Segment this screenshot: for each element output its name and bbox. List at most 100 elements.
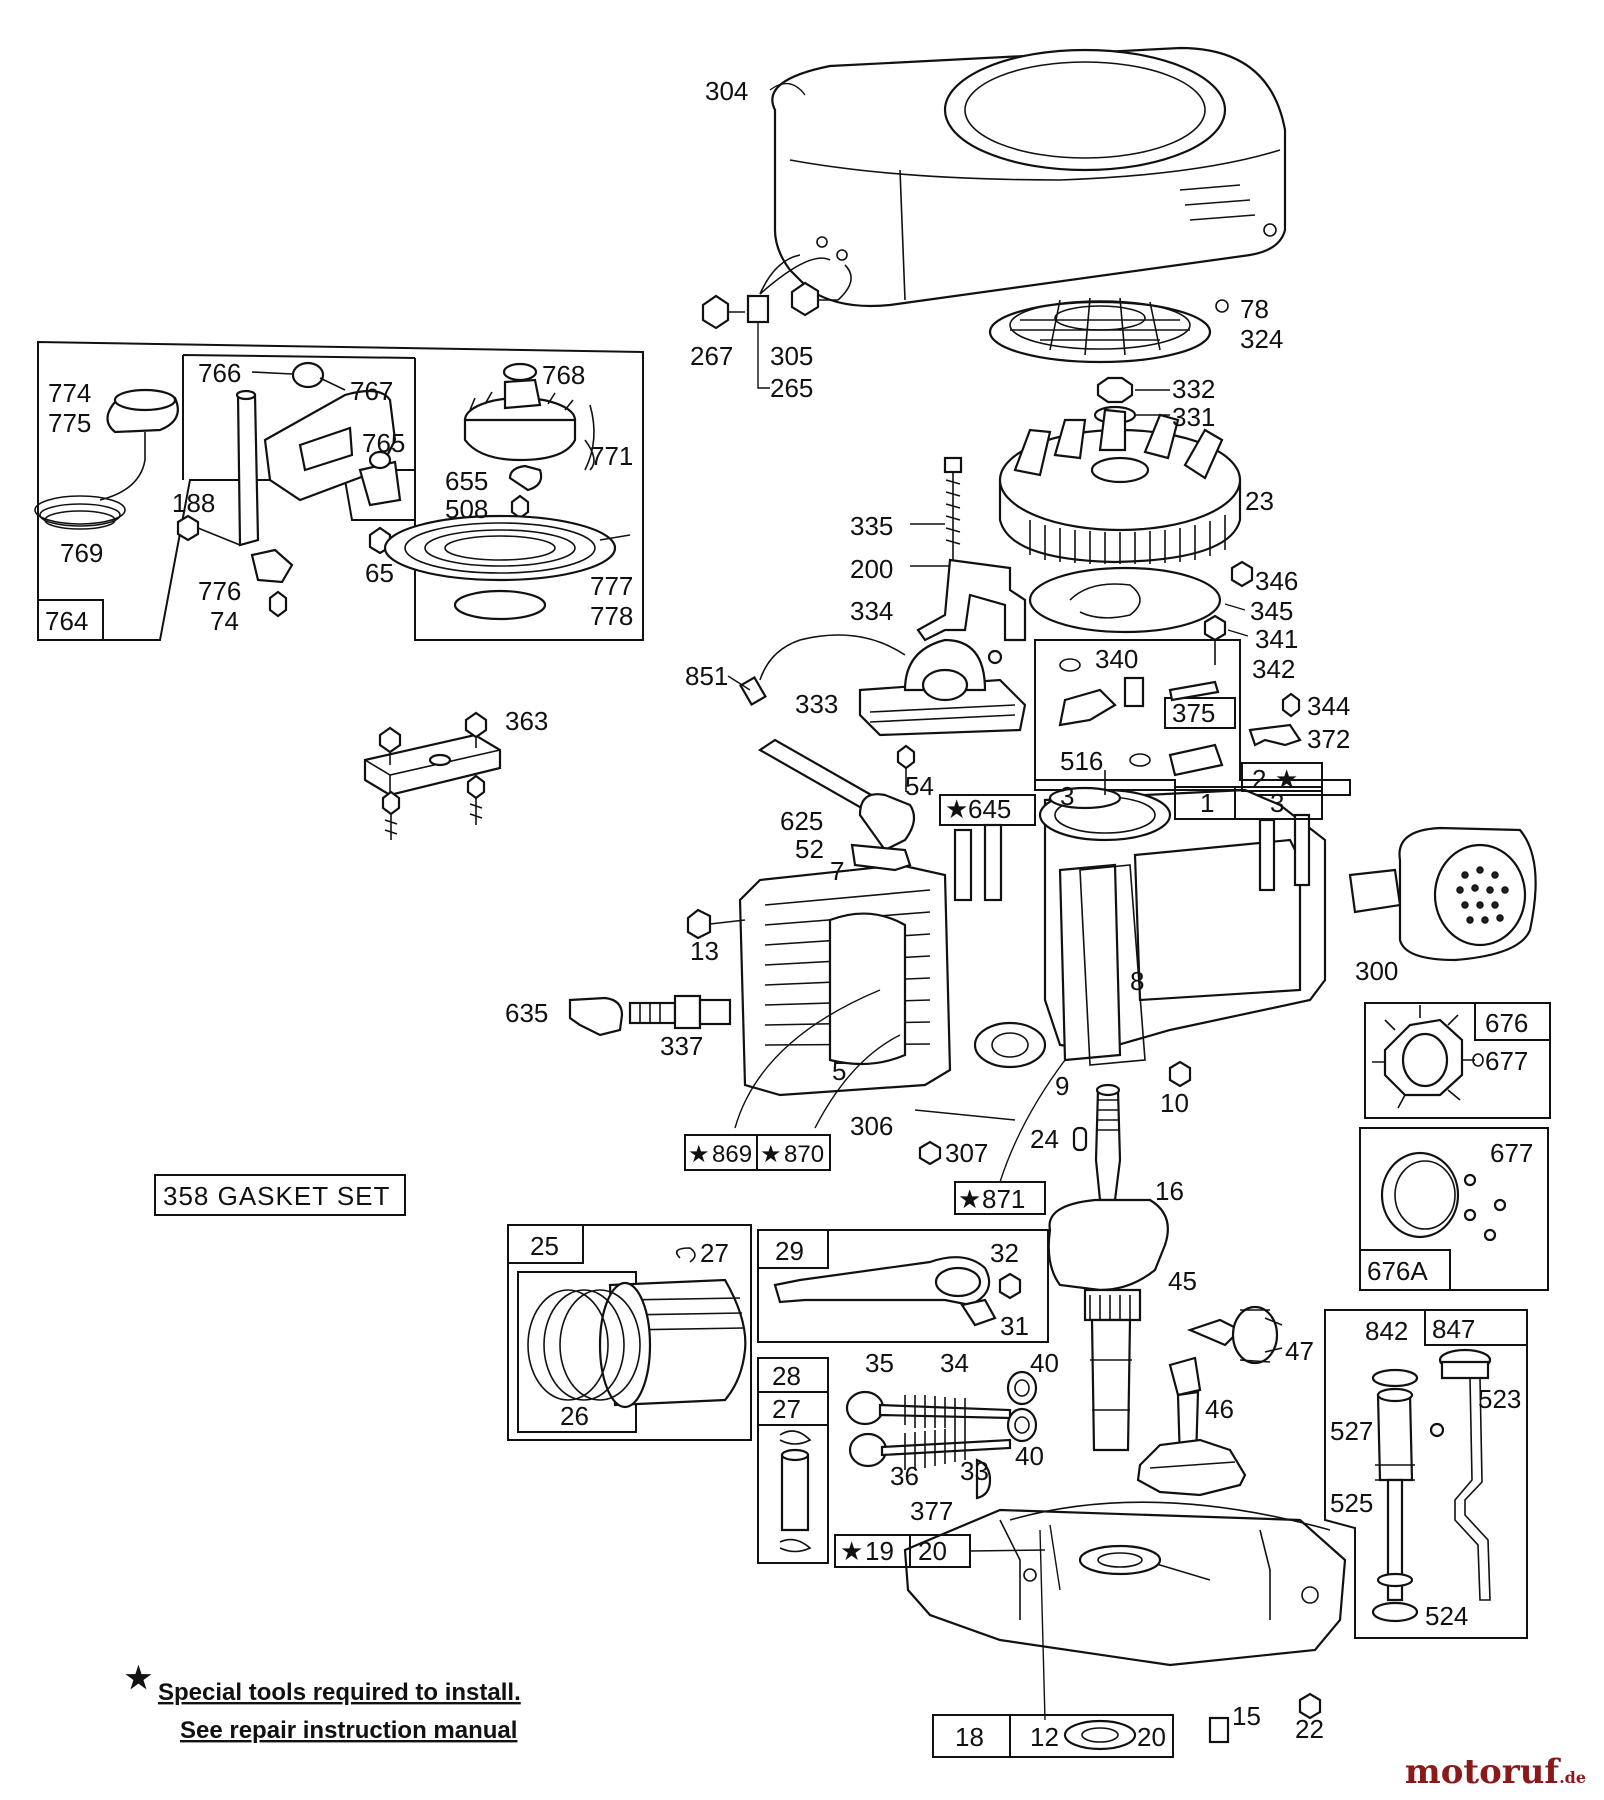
label-35: 35 <box>865 1348 894 1378</box>
label-340: 340 <box>1095 644 1138 674</box>
label-346: 346 <box>1255 566 1298 596</box>
plug-22 <box>1298 1692 1322 1720</box>
breather-box-676a <box>1359 1127 1549 1291</box>
label-300: 300 <box>1355 956 1398 986</box>
label-27-a: 27 <box>700 1238 729 1268</box>
label-54: 54 <box>905 771 934 801</box>
label-372: 372 <box>1307 724 1350 754</box>
label-47: 47 <box>1285 1336 1314 1366</box>
motoruf-watermark: motoruf.de <box>1405 1752 1586 1792</box>
box-871 <box>954 1181 1046 1215</box>
pin-box-28 <box>757 1357 829 1564</box>
governor-47 <box>1186 1305 1283 1365</box>
label-334: 334 <box>850 596 893 626</box>
label-870-star: ★ <box>760 1141 782 1168</box>
label-523: 523 <box>1478 1384 1521 1414</box>
label-676A: 676A <box>1367 1256 1428 1286</box>
breather-box-676 <box>1364 1002 1551 1119</box>
label-851: 851 <box>685 661 728 691</box>
label-265: 265 <box>770 373 813 403</box>
label-23: 23 <box>1245 486 1274 516</box>
label-842: 842 <box>1365 1316 1408 1346</box>
label-333: 333 <box>795 689 838 719</box>
label-32: 32 <box>990 1238 1019 1268</box>
label-20-b: 20 <box>1137 1722 1166 1752</box>
label-769: 769 <box>60 538 103 568</box>
conrod-box-29 <box>757 1229 1049 1343</box>
blower-housing-304 <box>771 46 1287 308</box>
starter-box-764 <box>34 340 644 641</box>
label-363: 363 <box>505 706 548 736</box>
label-527: 527 <box>1330 1416 1373 1446</box>
label-341: 341 <box>1255 624 1298 654</box>
key-377 <box>975 1458 992 1500</box>
bracket-363 <box>363 711 502 840</box>
leader-871 <box>999 1059 1066 1183</box>
label-375: 375 <box>1172 698 1215 728</box>
label-25: 25 <box>530 1231 559 1261</box>
label-8: 8 <box>1130 966 1144 996</box>
label-776: 776 <box>198 576 241 606</box>
footnote-line-2: See repair instruction manual <box>180 1717 517 1744</box>
rotating-screen-324 <box>988 297 1229 364</box>
label-22: 22 <box>1295 1714 1324 1744</box>
key-24 <box>1072 1126 1088 1152</box>
housing-screws <box>701 236 852 389</box>
screw-307 <box>918 1140 942 1166</box>
label-19: 19 <box>865 1536 894 1566</box>
label-46: 46 <box>1205 1394 1234 1424</box>
label-36: 36 <box>890 1461 919 1491</box>
gasket-set-box <box>154 1174 406 1216</box>
screw-341 <box>1203 614 1227 642</box>
nut-332 <box>1096 376 1134 404</box>
crankshaft-16 <box>1047 1083 1169 1452</box>
bolt-335-thread <box>945 472 961 560</box>
label-1: 1 <box>1200 788 1214 818</box>
footnote: ★ Special tools required to install. See… <box>125 1662 521 1744</box>
label-65: 65 <box>365 558 394 588</box>
label-869: 869 <box>712 1141 752 1168</box>
label-332: 332 <box>1172 374 1215 404</box>
label-27-b: 27 <box>772 1394 801 1424</box>
label-635: 635 <box>505 998 548 1028</box>
plug-15 <box>1208 1716 1230 1744</box>
label-3: 3 <box>1060 781 1074 811</box>
label-78: 78 <box>1240 294 1269 324</box>
label-645-star: ★ <box>945 794 968 824</box>
screw-10 <box>1168 1060 1192 1088</box>
boot-635 <box>568 996 624 1037</box>
label-16: 16 <box>1155 1176 1184 1206</box>
label-768: 768 <box>542 360 585 390</box>
label-188: 188 <box>172 488 215 518</box>
label-677-a: 677 <box>1485 1046 1528 1076</box>
gasket-set-label: 358 GASKET SET <box>163 1181 390 1211</box>
label-304: 304 <box>705 76 748 106</box>
crankcase-base-18 <box>903 1508 1347 1667</box>
label-267: 267 <box>690 341 733 371</box>
label-52: 52 <box>795 834 824 864</box>
label-870: 870 <box>784 1141 824 1168</box>
label-771: 771 <box>590 441 633 471</box>
label-20-a: 20 <box>918 1536 947 1566</box>
label-331: 331 <box>1172 402 1215 432</box>
screw-13 <box>686 908 712 940</box>
bolt-335-head <box>943 456 963 474</box>
label-871: 871 <box>982 1184 1025 1214</box>
label-344: 344 <box>1307 691 1350 721</box>
label-12: 12 <box>1030 1722 1059 1752</box>
label-15: 15 <box>1232 1701 1261 1731</box>
oil-fill-box-847 <box>1324 1309 1528 1639</box>
label-778: 778 <box>590 601 633 631</box>
label-324: 324 <box>1240 324 1283 354</box>
label-342: 342 <box>1252 654 1295 684</box>
valves-35-36 <box>845 1370 1038 1470</box>
footnote-star: ★ <box>125 1662 152 1695</box>
label-525: 525 <box>1330 1488 1373 1518</box>
bracket-200 <box>916 558 1027 642</box>
carb-intake-625 <box>757 738 916 872</box>
label-337: 337 <box>660 1031 703 1061</box>
part-labels: 304 78 324 267 305 265 332 331 23 335 20… <box>45 76 1533 1752</box>
label-764: 764 <box>45 606 88 636</box>
label-10: 10 <box>1160 1088 1189 1118</box>
label-200: 200 <box>850 554 893 584</box>
